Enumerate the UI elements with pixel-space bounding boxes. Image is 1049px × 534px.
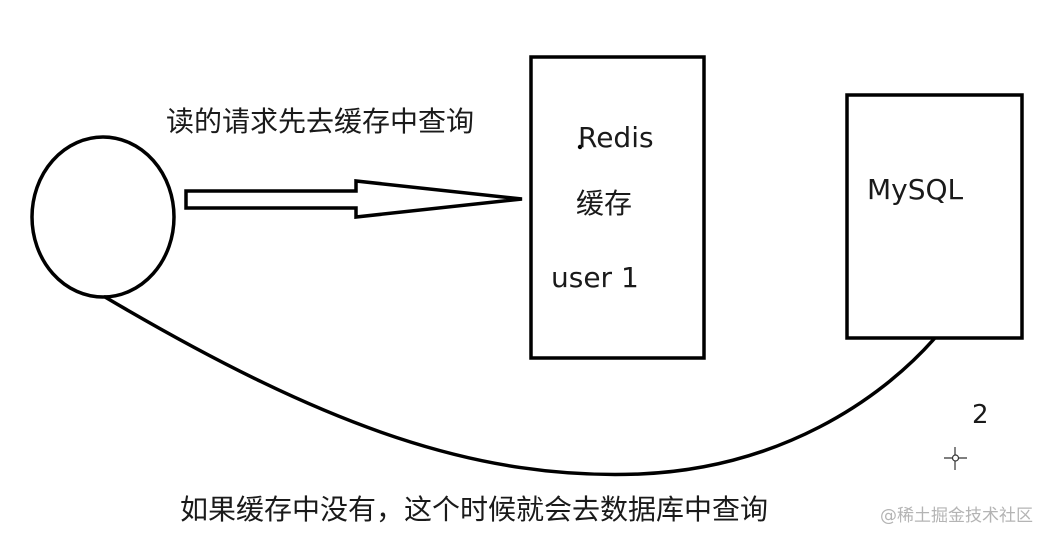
redis-subtitle-label: 缓存 [576,187,633,220]
read-request-label: 读的请求先去缓存中查询 [166,105,475,138]
fallback-label: 如果缓存中没有，这个时候就会去数据库中查询 [180,493,769,526]
fallback-curve [103,295,936,477]
request-arrow-icon [184,179,523,219]
redis-cache-box [529,55,706,360]
step-number-label: 2 [972,400,989,430]
redis-title-label: Redis [578,121,654,154]
stray-dot [577,144,583,150]
mysql-box [845,93,1024,340]
crosshair-cursor-icon [944,447,967,470]
watermark-label: @稀土掘金技术社区 [880,506,1033,526]
cache-entry-label: user 1 [551,261,639,294]
client-circle-icon [30,135,176,299]
mysql-label: MySQL [867,173,964,206]
